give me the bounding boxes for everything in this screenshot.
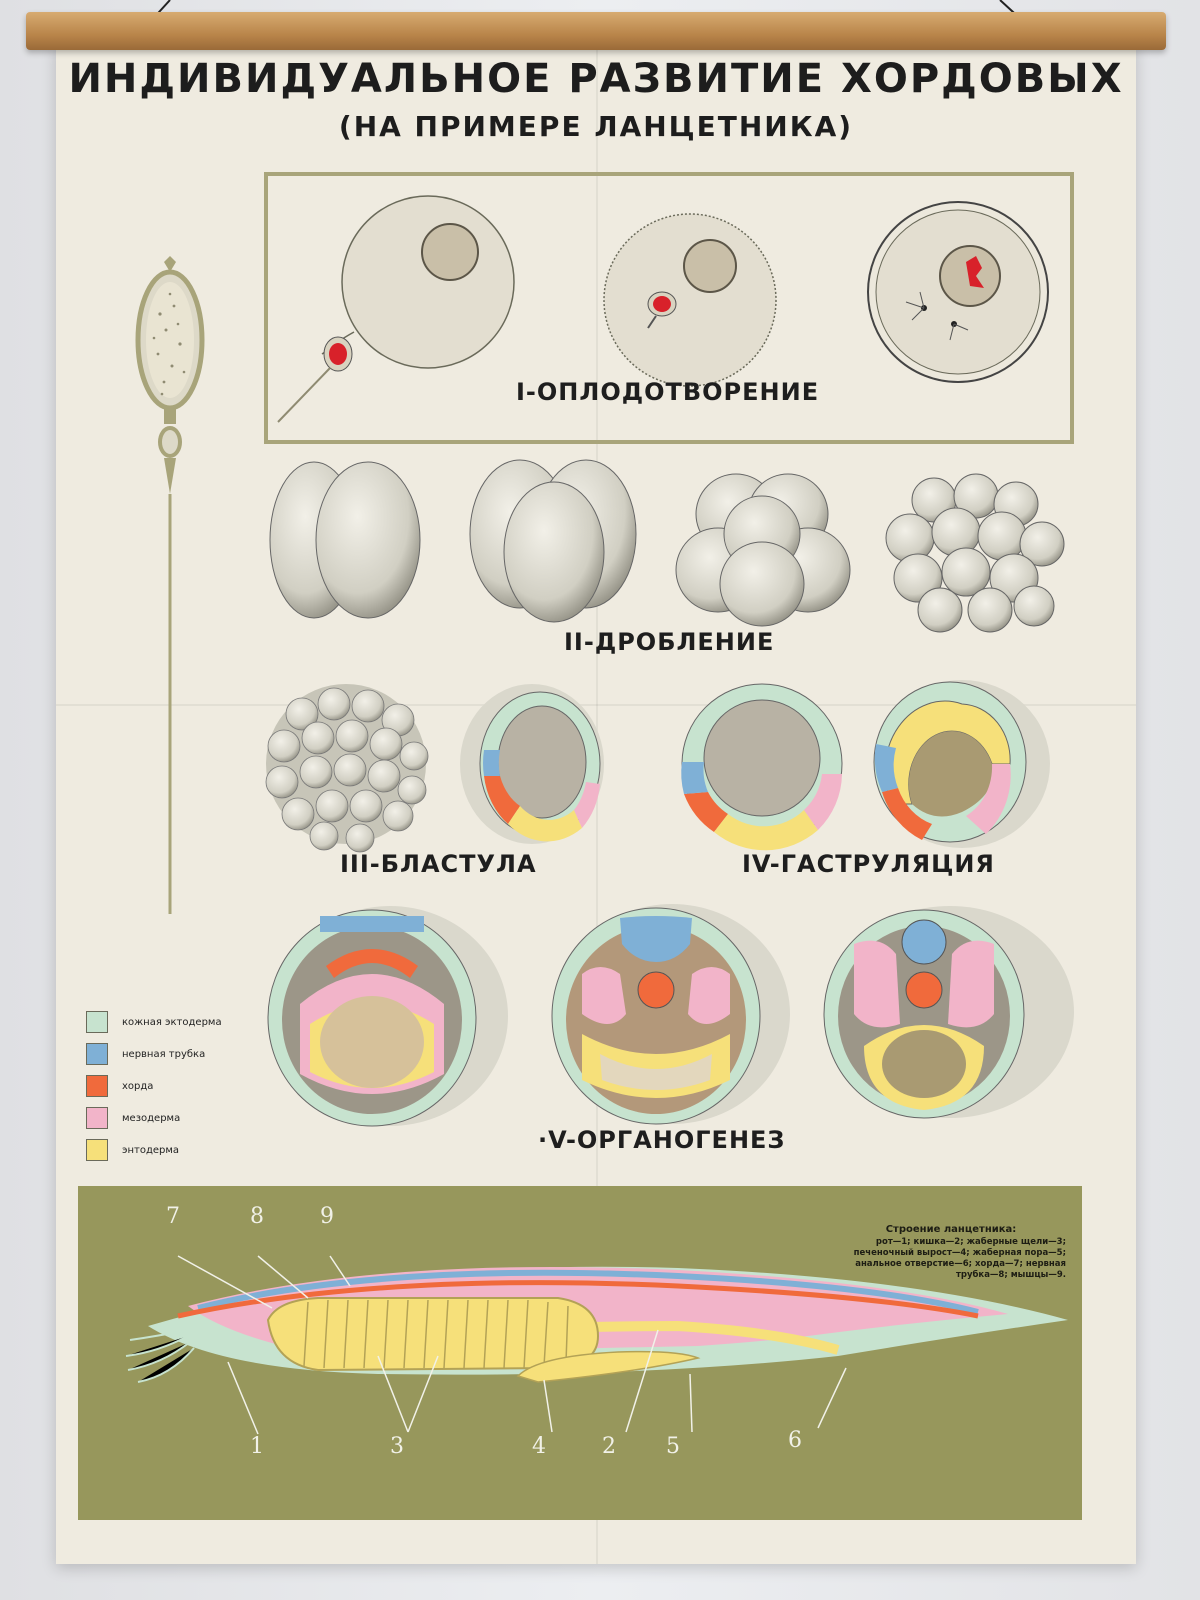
legend-label: кожная эктодерма xyxy=(122,1016,222,1028)
blastula-external xyxy=(265,684,429,853)
lancelet-number-3: 3 xyxy=(390,1434,404,1459)
poster: ИНДИВИДУАЛЬНОЕ РАЗВИТИЕ ХОРДОВЫХ (НА ПРИ… xyxy=(56,44,1136,1564)
lancelet-number-2: 2 xyxy=(602,1434,616,1459)
cleavage-2-cell xyxy=(269,461,421,619)
fertilized-egg xyxy=(867,201,1049,383)
legend-item: энтодерма xyxy=(86,1134,222,1166)
blastula-gastrulation-illustrations xyxy=(265,680,1050,853)
sperm-cell-illustration xyxy=(135,256,205,914)
fold-line-horizontal xyxy=(56,704,1136,706)
legend-item: мезодерма xyxy=(86,1102,222,1134)
stage-label-fertilization: I-ОПЛОДОТВОРЕНИЕ xyxy=(516,378,820,406)
germ-layer-legend: кожная эктодерма нервная трубка хорда ме… xyxy=(86,1006,222,1166)
lancelet-number-8: 8 xyxy=(250,1204,264,1229)
lancelet-number-9: 9 xyxy=(320,1204,334,1229)
legend-label: мезодерма xyxy=(122,1112,181,1124)
late-gastrula-section xyxy=(873,680,1050,848)
stage-label-gastrulation: IV-ГАСТРУЛЯЦИЯ xyxy=(742,850,995,878)
legend-label: нервная трубка xyxy=(122,1048,206,1060)
cleavage-illustrations xyxy=(269,459,1065,633)
structure-text: рот—1; кишка—2; жаберные щели—3; печеноч… xyxy=(853,1237,1066,1280)
lancelet-number-1: 1 xyxy=(250,1434,264,1459)
legend-item: хорда xyxy=(86,1070,222,1102)
lancelet-anatomy-illustration xyxy=(125,1255,1068,1435)
organogenesis-section-2 xyxy=(551,904,790,1125)
cleavage-4-cell xyxy=(469,459,637,623)
legend-swatch-notochord xyxy=(86,1075,108,1097)
stage-label-organogenesis: ·V-ОРГАНОГЕНЕЗ xyxy=(538,1126,786,1154)
stage-label-blastula: III-БЛАСТУЛА xyxy=(340,850,537,878)
blastula-section xyxy=(460,684,604,844)
legend-label: энтодерма xyxy=(122,1144,180,1156)
poster-title: ИНДИВИДУАЛЬНОЕ РАЗВИТИЕ ХОРДОВЫХ xyxy=(68,56,1124,102)
fertilization-panel xyxy=(264,172,1074,444)
cleavage-16-cell xyxy=(885,473,1065,633)
legend-item: нервная трубка xyxy=(86,1038,222,1070)
lancelet-structure-caption: Строение ланцетника: рот—1; кишка—2; жаб… xyxy=(836,1224,1066,1281)
legend-label: хорда xyxy=(122,1080,154,1092)
legend-swatch-mesoderm xyxy=(86,1107,108,1129)
legend-swatch-endoderm xyxy=(86,1139,108,1161)
legend-swatch-ectoderm xyxy=(86,1011,108,1033)
lancelet-number-4: 4 xyxy=(532,1434,546,1459)
cleavage-8-cell xyxy=(675,473,851,627)
legend-item: кожная эктодерма xyxy=(86,1006,222,1038)
poster-subtitle: (НА ПРИМЕРЕ ЛАНЦЕТНИКА) xyxy=(338,110,854,143)
egg-with-sperm-1 xyxy=(277,195,515,423)
organogenesis-section-1 xyxy=(267,906,508,1127)
structure-title: Строение ланцетника: xyxy=(885,1224,1017,1235)
organogenesis-section-3 xyxy=(823,906,1074,1119)
lancelet-number-6: 6 xyxy=(788,1428,802,1453)
lancelet-number-7: 7 xyxy=(166,1204,180,1229)
stage-label-cleavage: II-ДРОБЛЕНИЕ xyxy=(564,628,775,656)
egg-with-sperm-2 xyxy=(603,213,777,387)
organogenesis-illustrations xyxy=(267,904,1074,1127)
wooden-hanger-rod xyxy=(26,12,1166,50)
lancelet-number-5: 5 xyxy=(666,1434,680,1459)
early-gastrula-section xyxy=(681,683,843,851)
legend-swatch-neural-tube xyxy=(86,1043,108,1065)
fold-line-vertical xyxy=(596,44,598,1564)
